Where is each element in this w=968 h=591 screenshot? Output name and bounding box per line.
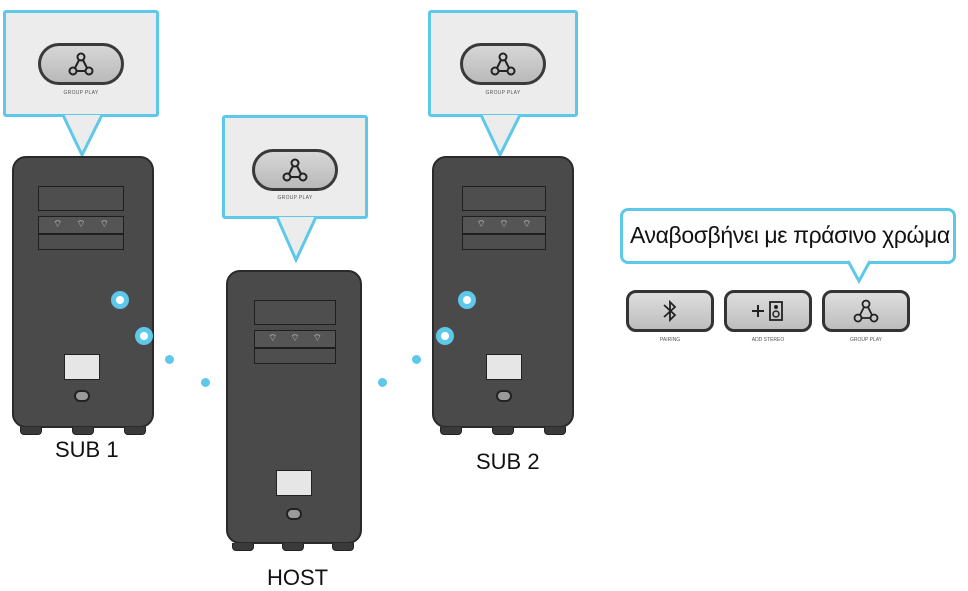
pairing-caption: PAIRING (659, 337, 681, 343)
label-sticker (486, 354, 522, 380)
status-title: Αναβοσβήνει με πράσινο χρώμα (630, 222, 950, 248)
add-stereo-icon (752, 301, 783, 321)
led-ring (111, 291, 129, 309)
foot (232, 543, 254, 551)
group-play-button-right (822, 290, 910, 332)
wifi-icon: ⌔ (522, 219, 532, 230)
connection-dot (378, 378, 387, 387)
wifi-icon: ⌔ (499, 219, 509, 230)
wifi-icon: ⌔ (52, 219, 63, 230)
callout-sub1: GROUP PLAY (3, 10, 159, 117)
callout-pointer-host (275, 216, 318, 263)
button-row: ⌔ ⌔ ⌔ (254, 330, 336, 348)
add-stereo-caption: ADD STEREO (751, 337, 785, 343)
label-sticker (64, 354, 100, 380)
callout-host: GROUP PLAY (222, 115, 368, 219)
led-ring (135, 327, 153, 345)
foot (282, 543, 304, 551)
group-play-caption: GROUP PLAY (277, 195, 313, 201)
group-play-icon (68, 52, 94, 76)
group-play-icon (282, 158, 308, 182)
foot (440, 427, 462, 435)
power-port (74, 390, 90, 402)
group-play-caption-right: GROUP PLAY (849, 337, 883, 343)
add-stereo-button (724, 290, 812, 332)
group-play-button (460, 43, 546, 85)
speaker-sub1: ⌔ ⌔ ⌔ (12, 156, 154, 428)
wifi-icon: ⌔ (476, 219, 486, 230)
display-panel (38, 186, 124, 211)
group-play-button (38, 43, 124, 85)
foot (544, 427, 566, 435)
speaker-host: ⌔ ⌔ ⌔ (226, 270, 362, 544)
callout-pointer-sub1 (61, 114, 104, 158)
status-callout-pointer (846, 260, 872, 284)
display-panel (462, 186, 546, 211)
foot (20, 427, 42, 435)
connection-dot (165, 355, 174, 364)
lower-panel (462, 234, 546, 250)
led-ring (436, 327, 454, 345)
power-port (286, 508, 302, 520)
led-ring (458, 291, 476, 309)
connection-dot (201, 378, 210, 387)
status-callout (620, 208, 956, 264)
group-play-icon (490, 52, 516, 76)
button-row: ⌔ ⌔ ⌔ (462, 216, 546, 234)
lower-panel (254, 348, 336, 364)
wifi-icon: ⌔ (76, 219, 86, 230)
wifi-icon: ⌔ (267, 333, 278, 344)
callout-sub2: GROUP PLAY (428, 10, 578, 117)
label-host: HOST (267, 565, 329, 590)
power-port (496, 390, 512, 402)
foot (72, 427, 94, 435)
foot (124, 427, 146, 435)
foot (492, 427, 514, 435)
label-sub1: SUB 1 (55, 437, 119, 462)
label-sticker (276, 470, 312, 496)
button-row: ⌔ ⌔ ⌔ (38, 216, 124, 234)
bluetooth-icon (663, 299, 677, 323)
wifi-icon: ⌔ (290, 333, 300, 344)
foot (332, 543, 354, 551)
group-play-caption: GROUP PLAY (485, 90, 521, 96)
speaker-sub2: ⌔ ⌔ ⌔ (432, 156, 574, 428)
wifi-icon: ⌔ (312, 333, 323, 344)
group-play-button (252, 149, 338, 191)
callout-pointer-sub2 (479, 114, 522, 158)
wifi-icon: ⌔ (99, 219, 110, 230)
pairing-button (626, 290, 714, 332)
group-play-caption: GROUP PLAY (63, 90, 99, 96)
connection-dot (412, 355, 421, 364)
display-panel (254, 300, 336, 325)
lower-panel (38, 234, 124, 250)
label-sub2: SUB 2 (476, 449, 540, 474)
group-play-icon (853, 299, 879, 323)
